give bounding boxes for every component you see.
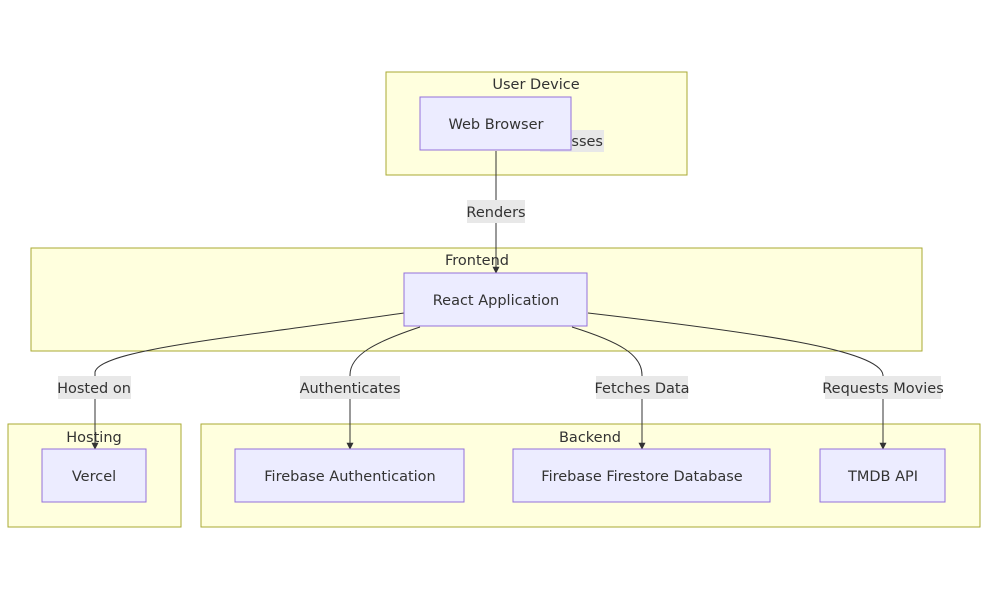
node-tmdb-api[interactable]: TMDB API <box>819 448 946 503</box>
cluster-backend-title: Backend <box>559 430 621 446</box>
node-firebase-authentication[interactable]: Firebase Authentication <box>234 448 465 503</box>
svg-text:Requests Movies: Requests Movies <box>822 381 944 397</box>
edge-requests-movies <box>587 312 887 450</box>
node-web-browser-label: Web Browser <box>449 117 544 133</box>
edge-label-requests-movies: Requests Movies <box>822 376 944 399</box>
svg-text:Hosted on: Hosted on <box>57 381 131 397</box>
node-react-application-label: React Application <box>433 293 560 309</box>
node-firebase-firestore-database[interactable]: Firebase Firestore Database <box>512 448 771 503</box>
edge-label-renders: Renders <box>466 200 526 223</box>
node-tmdb-api-label: TMDB API <box>847 469 918 485</box>
node-web-browser[interactable]: Web Browser <box>419 96 572 151</box>
edge-hosted-on <box>91 312 405 450</box>
edge-label-fetches-data: Fetches Data <box>594 376 690 399</box>
svg-text:Authenticates: Authenticates <box>300 381 401 397</box>
node-firebase-authentication-label: Firebase Authentication <box>264 469 436 485</box>
edge-fetches-data <box>571 326 646 450</box>
svg-text:esses: esses <box>562 134 603 150</box>
cluster-hosting-title: Hosting <box>66 430 121 446</box>
node-vercel-label: Vercel <box>72 469 116 485</box>
node-react-application[interactable]: React Application <box>403 272 588 327</box>
cluster-frontend: Frontend <box>30 247 923 352</box>
svg-text:Renders: Renders <box>466 205 525 221</box>
node-firebase-firestore-database-label: Firebase Firestore Database <box>541 469 742 485</box>
edge-label-authenticates: Authenticates <box>300 376 401 399</box>
cluster-frontend-title: Frontend <box>445 253 509 269</box>
svg-text:Fetches Data: Fetches Data <box>594 381 689 397</box>
edge-label-hosted-on: Hosted on <box>57 376 131 399</box>
cluster-user-device-title: User Device <box>492 77 579 93</box>
node-vercel[interactable]: Vercel <box>41 448 147 503</box>
edge-authenticates <box>346 326 421 450</box>
